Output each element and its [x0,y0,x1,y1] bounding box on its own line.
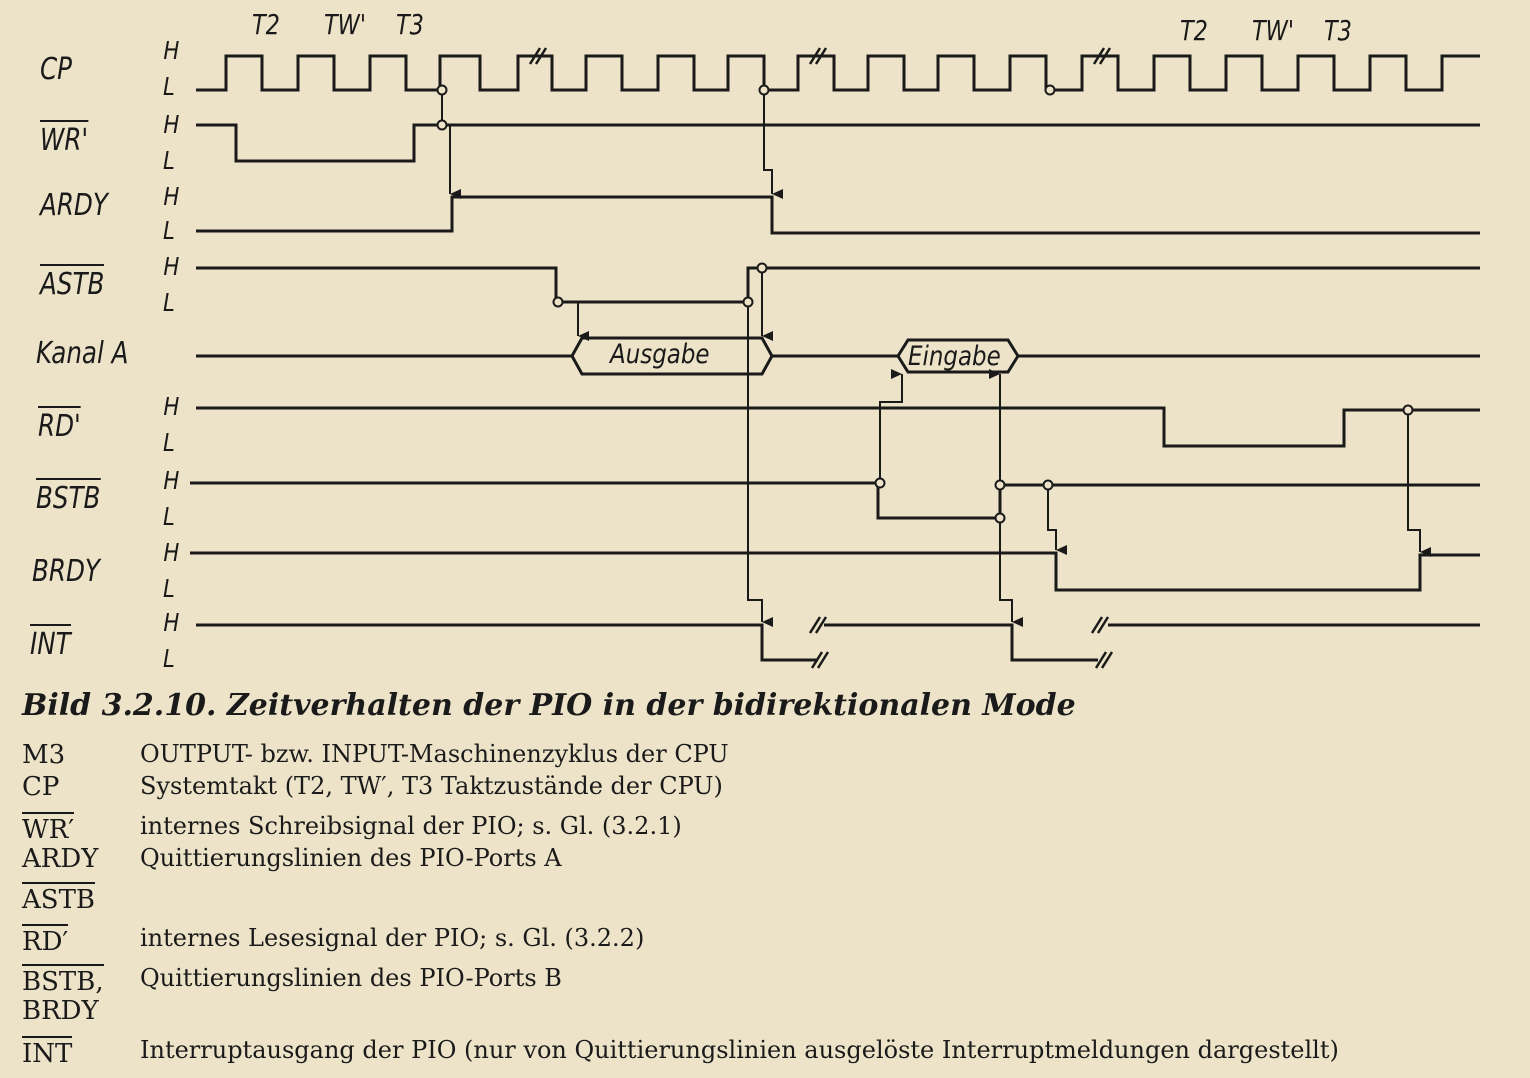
bstb-waveform [190,481,1480,520]
brdy-waveform [190,551,1480,592]
level-h-bstb: H [163,466,180,495]
wr-waveform [196,123,1480,163]
arrow-cp-to-ardy-reset [763,90,783,199]
arrow-bstb-to-eingabe [879,369,903,483]
legend-desc: internes Lesesignal der PIO; s. Gl. (3.2… [140,924,645,952]
level-l-cp: L [163,72,175,101]
level-l-ardy: L [163,216,175,245]
legend-abbr: BSTB, [22,964,104,997]
signal-label-cp: CP [40,52,73,87]
level-h-cp: H [163,36,180,65]
bus-label-ausgabe: Ausgabe [610,339,710,370]
arrow-astb-to-int [747,302,773,627]
legend-desc: Quittierungslinien des PIO-Ports B [140,964,562,992]
legend-abbr: ARDY [22,844,99,874]
phase-label-t3-right: T3 [1324,14,1352,47]
level-h-brdy: H [163,538,180,567]
signal-label-kanal-a: Kanal A [36,336,129,371]
legend-abbr: CP [22,772,60,802]
level-h-rd: H [163,392,180,421]
signal-label-wr: WR' [40,120,89,158]
legend-desc: internes Schreibsignal der PIO; s. Gl. (… [140,812,682,840]
level-h-astb: H [163,252,180,281]
level-l-bstb: L [163,502,175,531]
level-l-wr: L [163,146,175,175]
arrow-bstb-to-int [999,485,1023,627]
phase-label-tw: TW' [324,8,366,41]
legend-desc: Quittierungslinien des PIO-Ports A [140,844,562,872]
level-l-int: L [163,644,175,673]
phase-label-t3: T3 [396,8,424,41]
signal-label-astb: ASTB [40,264,105,302]
signal-label-bstb: BSTB [36,478,101,516]
cp-waveform [196,54,1480,92]
figure-caption: Bild 3.2.10. Zeitverhalten der PIO in de… [22,688,1076,723]
signal-label-int: INT [30,624,71,662]
level-h-int: H [163,608,180,637]
legend-abbr: WR′ [22,812,75,845]
ardy-waveform [196,195,1480,235]
level-l-rd: L [163,428,175,457]
signal-label-ardy: ARDY [40,188,108,223]
arrow-bstb-to-brdy [1047,485,1067,555]
int-waveform [196,623,1480,662]
level-l-astb: L [163,288,175,317]
level-h-ardy: H [163,182,180,211]
phase-label-t2-right: T2 [1180,14,1208,47]
legend-abbr: ASTB [22,882,96,915]
arrow-cp-to-ardy [441,90,461,199]
timing-diagram [190,47,1480,669]
legend-desc: Interruptausgang der PIO (nur von Quitti… [140,1036,1339,1064]
astb-waveform [196,266,1480,304]
signal-label-brdy: BRDY [32,554,100,589]
rd-waveform [196,406,1480,448]
legend-abbr: RD′ [22,924,69,957]
legend-abbr: BRDY [22,996,99,1026]
phase-label-t2: T2 [252,8,280,41]
time-break-marks [528,47,1114,669]
legend-abbr: INT [22,1036,73,1069]
signal-label-rd: RD' [38,406,81,444]
legend-abbr: M3 [22,740,66,770]
legend-desc: Systemtakt (T2, TW′, T3 Taktzustände der… [140,772,723,800]
arrow-rd-to-brdy [1407,410,1431,557]
bus-label-eingabe: Eingabe [908,341,1001,372]
junction-dots [436,84,1414,524]
phase-label-tw-right: TW' [1252,14,1294,47]
eingabe-bus-shape [896,338,1020,374]
level-h-wr: H [163,110,180,139]
legend-desc: OUTPUT- bzw. INPUT-Maschinenzyklus der C… [140,740,729,768]
arrow-astb-to-bus [558,301,589,341]
level-l-brdy: L [163,574,175,603]
